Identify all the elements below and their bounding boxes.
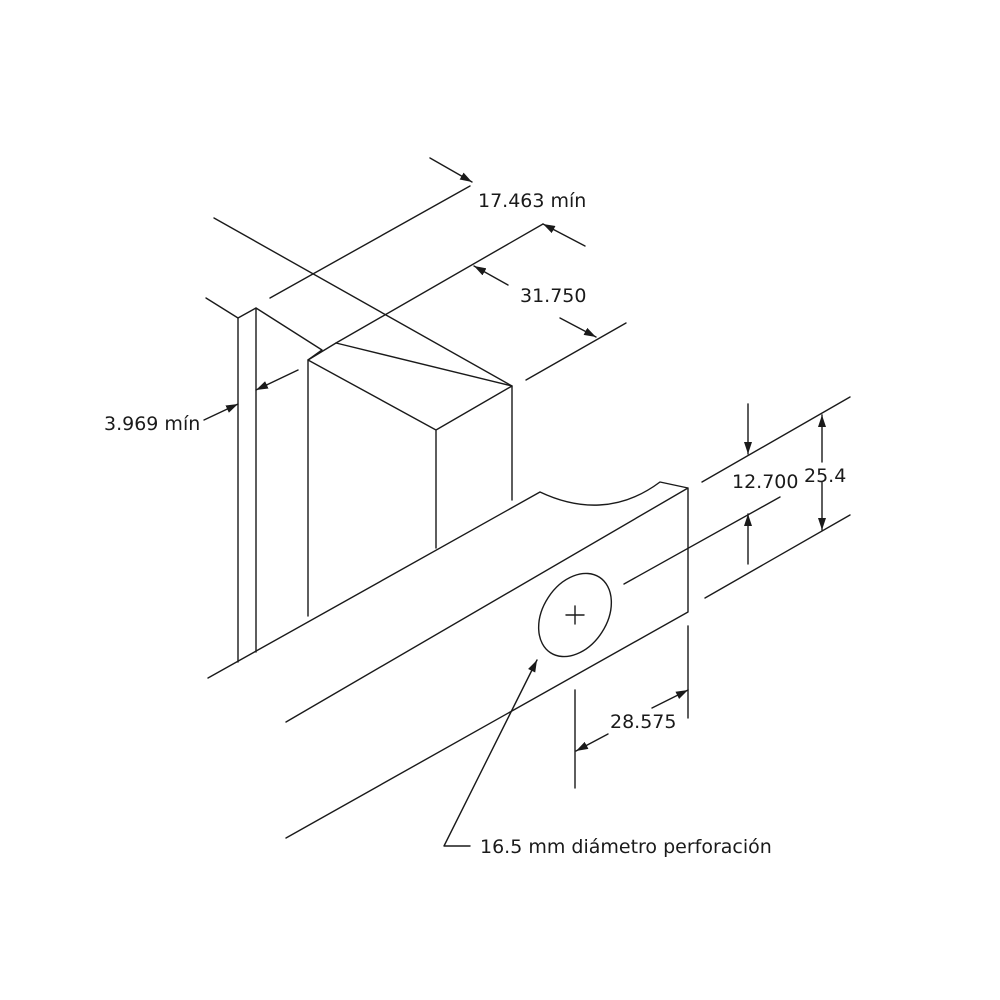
label-height: 25.4 xyxy=(804,465,846,487)
dim-arrow-thick-b xyxy=(255,369,299,391)
ext-line-plate-back xyxy=(205,297,239,319)
ext-line-top-back xyxy=(213,217,513,387)
ext-line-width-b xyxy=(335,223,544,344)
hole-leader xyxy=(443,659,538,847)
hole-center-mark xyxy=(565,605,585,625)
thin-plate xyxy=(237,307,323,663)
label-thickness-min: 3.969 mín xyxy=(104,413,200,435)
dim-arrow-width-a xyxy=(429,157,473,183)
dim-arrow-width-b xyxy=(542,223,586,247)
label-hole-offset-vertical: 12.700 xyxy=(732,471,798,493)
hole xyxy=(537,572,613,658)
label-depth: 31.750 xyxy=(520,285,586,307)
ext-line-depth xyxy=(525,322,627,381)
ext-line-hole-center xyxy=(623,496,781,585)
dim-arrow-horiz-b xyxy=(651,689,689,709)
ext-line-top-front xyxy=(269,185,471,299)
part-outline xyxy=(207,307,689,839)
dim-arrow-depth-a xyxy=(473,265,509,286)
dim-arrow-horiz-a xyxy=(575,733,609,752)
upright-block xyxy=(307,342,513,617)
label-hole-note: 16.5 mm diámetro perforación xyxy=(480,836,772,858)
label-hole-offset-horizontal: 28.575 xyxy=(610,711,676,733)
dimension-labels: 17.463 mín 31.750 3.969 mín 12.700 25.4 … xyxy=(104,190,846,858)
base-bar xyxy=(207,481,689,839)
dim-arrow-thick-a xyxy=(203,403,239,421)
dim-arrow-depth-b xyxy=(559,317,597,338)
label-width-min: 17.463 mín xyxy=(478,190,586,212)
ext-line-height-top xyxy=(701,396,851,483)
dimension-lines xyxy=(203,157,851,847)
